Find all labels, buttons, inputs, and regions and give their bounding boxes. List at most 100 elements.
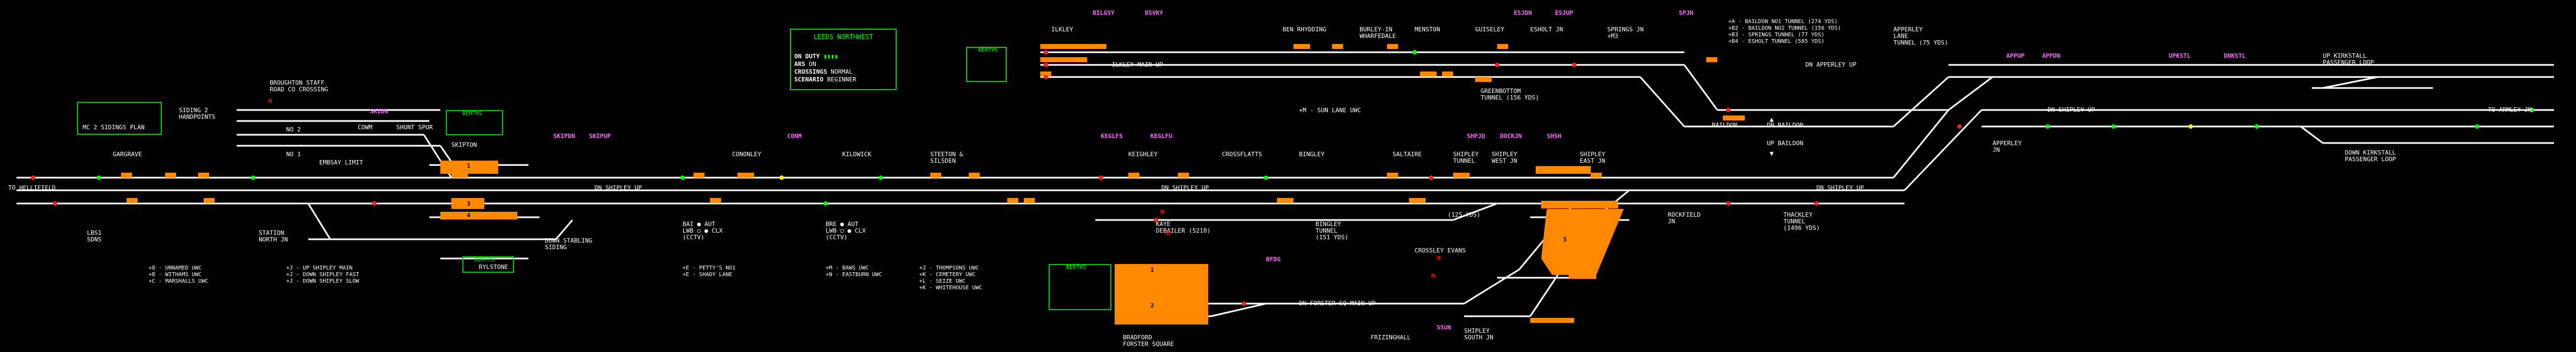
crossing-icon[interactable]: ⊠: [268, 97, 272, 105]
on-duty-row: ON DUTY ▮▮▮▮: [794, 53, 838, 60]
berth-box-embsay[interactable]: BERTHS: [462, 256, 514, 273]
label-station-north: STATION NORTH JN: [259, 229, 288, 243]
label-menston: MENSTON: [1415, 26, 1440, 33]
label-bingley-tunnel: BINGLEY TUNNEL (151 YDS): [1316, 221, 1349, 241]
arrow-down-icon: ▼: [1770, 150, 1774, 157]
label-ilkley: ILKLEY: [1051, 26, 1073, 33]
label-dn-shipley-up-3: DN SHIPLEY UP: [1816, 184, 1864, 191]
on-duty-indicator: ▮▮▮▮: [823, 53, 838, 60]
signal-box-skidg[interactable]: SKIDG: [370, 108, 389, 115]
signal-box-keglfs[interactable]: KEGLFS: [1101, 133, 1123, 140]
label-greenbottom: GREENBOTTOM TUNNEL (156 YDS): [1481, 87, 1539, 101]
label-apperley-lane: APPERLEY LANE TUNNEL (75 YDS): [1893, 26, 1949, 46]
label-lbs1: LBS1 SDNS: [87, 229, 102, 243]
label-up-kirkstall: UP KIRKSTALL PASSENGER LOOP: [2323, 52, 2374, 66]
signal-box-appup[interactable]: APPUP: [2006, 52, 2025, 59]
berth-label: BERTHS: [978, 47, 998, 53]
label-bingley: BINGLEY: [1299, 151, 1325, 158]
crossing-icon[interactable]: ⊠: [1431, 272, 1436, 279]
signal-box-dnkstl[interactable]: DNKSTL: [2224, 52, 2246, 59]
signal-box-shsh[interactable]: SHSH: [1547, 133, 1562, 140]
crossings-label: CROSSINGS: [794, 68, 827, 75]
crossing-icon[interactable]: ⊠: [1437, 254, 1441, 262]
berth-box-skipton[interactable]: BERTHS: [446, 110, 503, 135]
signal-box-keglfu[interactable]: KEGLFU: [1150, 133, 1172, 140]
platform-number: 2: [1150, 302, 1154, 309]
signal-box-bilgsy[interactable]: BILGSY: [1093, 9, 1115, 16]
crossing-icon[interactable]: ⊠: [1166, 229, 1170, 237]
label-dn-shipley-up-2: DN SHIPLEY UP: [1161, 184, 1209, 191]
scenario-label: SCENARIO: [794, 76, 823, 83]
label-frizinghall: FRIZINGHALL: [1371, 334, 1411, 341]
platform-number: 4: [467, 212, 471, 219]
berth-label: BERTHS: [474, 257, 495, 263]
legend-shipley-lines: +J - UP SHIPLEY MAIN +J - DOWN SHIPLEY F…: [286, 265, 359, 284]
label-springs-jn: SPRINGS JN +M3: [1607, 26, 1644, 40]
label-up-baildon: UP BAILDON: [1767, 140, 1804, 147]
legend-tunnels: +A - BAILDON NO1 TUNNEL (274 YDS) +B2 - …: [1728, 19, 1841, 45]
berth-label: BERTHS: [1066, 265, 1087, 271]
label-to-armley: TO ARMLEY JN: [2488, 106, 2532, 113]
panel-title: LEEDS NORTHWEST: [813, 33, 874, 41]
signal-box-bsvky[interactable]: BSVKY: [1145, 9, 1164, 16]
label-down-stabling: DOWN STABLING SIDING: [545, 237, 593, 251]
signal-box-ssun[interactable]: SSUN: [1437, 324, 1451, 331]
label-no2: NO 2: [286, 126, 301, 133]
sidings-plan-box[interactable]: [77, 102, 162, 135]
berth-box-ilkley[interactable]: BERTHS: [966, 47, 1007, 82]
legend-uwc-1: +8 - UNNAMED UWC +B - WITHAMS UWC +C - M…: [149, 265, 209, 284]
label-siding-2: SIDING 2 HANDPOINTS: [179, 107, 216, 120]
signal-box-esjdn[interactable]: ESJDN: [1514, 9, 1532, 16]
signal-box-skipdn[interactable]: SKIPDN: [553, 133, 575, 140]
label-keighley: KEIGHLEY: [1128, 151, 1158, 158]
status-panel: LEEDS NORTHWEST ON DUTY ▮▮▮▮ ARS ON CROS…: [790, 29, 897, 90]
legend-uwc-2: +E - PETTY'S NO1 +E - SHADY LANE: [683, 265, 736, 278]
label-cononley: CONONLEY: [732, 151, 761, 158]
label-broughton: BROUGHTON STAFF ROAD CO CROSSING: [270, 79, 328, 93]
signal-box-conm[interactable]: CONM: [787, 133, 802, 140]
label-bradford: BRADFORD FORSTER SQUARE: [1123, 334, 1174, 348]
signal-box-spjn[interactable]: SPJN: [1679, 9, 1694, 16]
signal-box-appdn[interactable]: APPDN: [2042, 52, 2061, 59]
label-shipley-east: SHIPLEY EAST JN: [1580, 151, 1606, 164]
platform-number: 1: [1150, 266, 1154, 273]
label-apperley-jn: APPERLEY JN: [1993, 140, 2022, 153]
label-burley: BURLEY-IN WHARFEDALE: [1360, 26, 1396, 40]
label-kaye: KAYE DEBAILER (5210): [1156, 221, 1211, 234]
label-shipley-west: SHIPLEY WEST JN: [1492, 151, 1518, 164]
signal-box-esjup[interactable]: ESJUP: [1555, 9, 1574, 16]
legend-uwc-4: +J - THOMPSONS UWC +K - CEMETERY UWC +L …: [919, 265, 983, 291]
label-gargrave: GARGRAVE: [113, 151, 142, 158]
label-ben-rhydding: BEN RHYDDING: [1282, 26, 1327, 33]
berth-box-bradford[interactable]: BERTHS: [1049, 264, 1111, 310]
label-esholt-jn: ESHOLT JN: [1530, 26, 1563, 33]
label-clx-1: BAI ● AUT LWB ○ ● CLX (CCTV): [683, 221, 723, 241]
crossing-icon[interactable]: ⊠: [1160, 208, 1165, 216]
on-duty-label: ON DUTY: [794, 53, 820, 60]
label-skipton: SKIPTON: [451, 141, 477, 148]
signal-box-skipup[interactable]: SKIPUP: [589, 133, 611, 140]
legend-uwc-3: +M - BAWS UWC +N - EASTBURN UWC: [826, 265, 882, 278]
label-ilkley-main: ILKLEY MAIN UP: [1112, 61, 1163, 68]
ars-row: ARS ON: [794, 61, 816, 68]
label-crossley-evans: CROSSLEY EVANS: [1415, 247, 1466, 254]
label-saltaire: SALTAIRE: [1393, 151, 1422, 158]
label-crossflatts: CROSSFLATTS: [1222, 151, 1262, 158]
signal-box-upkstl[interactable]: UPKSTL: [2169, 52, 2191, 59]
signal-box-dockjn[interactable]: DOCKJN: [1500, 133, 1522, 140]
label-guiseley: GUISELEY: [1475, 26, 1504, 33]
arrow-up-icon: ▲: [1770, 116, 1774, 123]
label-sun-lane: +M - SUN LANE UWC: [1299, 107, 1361, 114]
label-dn-baildon: DN BAILDON: [1767, 122, 1804, 129]
signal-box-shpjd[interactable]: SHPJD: [1467, 133, 1486, 140]
label-rockfield: ROCKFIELD JN: [1668, 211, 1701, 225]
label-thackley: THACKLEY TUNNEL (1496 YDS): [1783, 211, 1820, 232]
label-shipley-125: (125 YDS): [1448, 211, 1481, 218]
label-embsay: EMBSAY LIMIT: [319, 159, 363, 166]
label-dn-forster: DN FORSTER SQ MAIN UP: [1299, 300, 1376, 307]
label-steeton: STEETON & SILSDEN: [930, 151, 963, 164]
label-dn-shipley-up-1: DN SHIPLEY UP: [594, 184, 642, 191]
label-kildwick: KILDWICK: [842, 151, 871, 158]
signal-box-bfdg[interactable]: BFDG: [1266, 256, 1281, 263]
